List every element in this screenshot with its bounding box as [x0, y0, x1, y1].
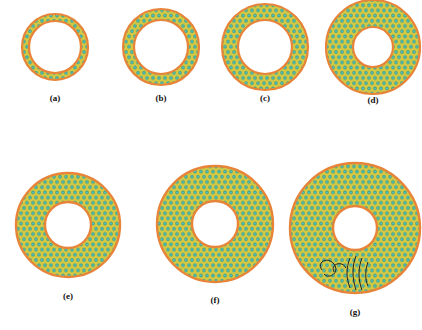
- panel-label: (g): [350, 308, 361, 317]
- panel-label: (d): [368, 96, 379, 105]
- panel-label: (e): [63, 292, 73, 301]
- panel-label: (b): [156, 94, 167, 103]
- panel-label: (f): [211, 296, 220, 305]
- panel-label: (a): [50, 94, 61, 103]
- panel-label: (c): [260, 94, 270, 103]
